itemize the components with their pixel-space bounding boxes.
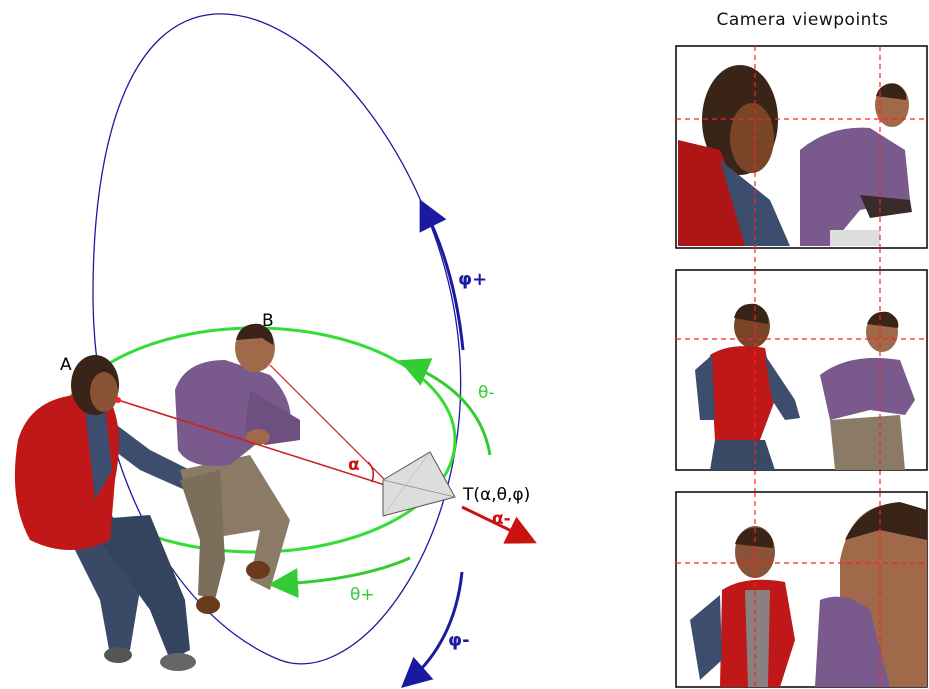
camera-frustum	[382, 451, 456, 517]
phi-plus-label: φ+	[458, 269, 487, 290]
person-b-label: B	[262, 311, 274, 331]
person-a-label: A	[60, 355, 72, 375]
viewpoint-frame-2	[675, 269, 928, 471]
theta-plus-arrow	[268, 556, 411, 599]
theta-minus-arrow	[398, 358, 492, 456]
alpha-minus-arrow	[461, 505, 537, 544]
phi-orbit	[92, 13, 462, 665]
gaze-lines	[115, 364, 386, 486]
alpha-label: α	[348, 455, 360, 475]
alpha-arc	[367, 461, 375, 483]
viewpoint-frame-3	[675, 491, 928, 688]
theta-minus-label: θ-	[478, 383, 495, 403]
phi-minus-label: φ-	[448, 630, 470, 651]
phi-minus-arrow	[401, 571, 464, 688]
person-a-figure	[14, 355, 200, 671]
camera-label: T(α,θ,φ)	[462, 485, 530, 505]
viewpoint-panel	[675, 45, 928, 688]
alpha-minus-label: α-	[492, 509, 511, 529]
phi-plus-arrow	[419, 199, 465, 351]
theta-plus-label: θ+	[350, 585, 375, 605]
viewpoint-frame-1	[675, 45, 928, 249]
panel-title: Camera viewpoints	[716, 10, 889, 30]
person-b-figure	[175, 323, 300, 614]
